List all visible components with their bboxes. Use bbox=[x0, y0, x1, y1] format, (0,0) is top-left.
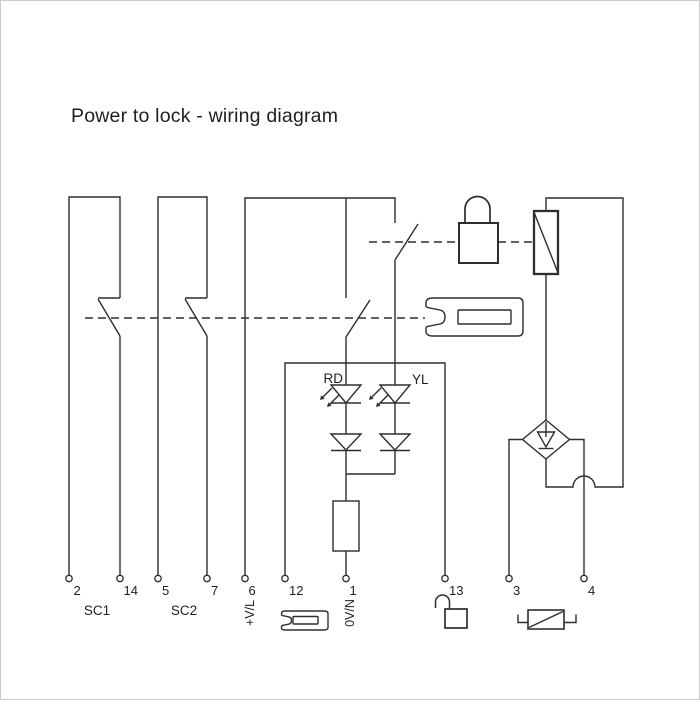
terminal-2: 2 bbox=[65, 574, 81, 598]
terminal-2-label: 2 bbox=[74, 583, 81, 598]
padlock-closed-icon bbox=[458, 195, 499, 264]
signal-rail bbox=[284, 362, 446, 575]
safety-contact-sc1 bbox=[68, 196, 121, 575]
terminal-14: 14 bbox=[116, 574, 138, 598]
terminal-13: 13 bbox=[441, 574, 463, 598]
terminal-5: 5 bbox=[154, 574, 169, 598]
terminal-12: 12 bbox=[281, 574, 303, 598]
terminal-4: 4 bbox=[580, 574, 595, 598]
terminal-row: 2 14 5 7 6 12 1 13 bbox=[65, 574, 595, 598]
yellow-led-branch: YL bbox=[346, 260, 429, 475]
red-led-label: RD bbox=[324, 371, 344, 386]
terminal-3-label: 3 bbox=[513, 583, 520, 598]
sc1-label: SC1 bbox=[84, 603, 110, 618]
neutral-rail-label: 0V/N bbox=[343, 599, 357, 627]
terminal-3: 3 bbox=[505, 574, 520, 598]
terminal-6-label: 6 bbox=[249, 583, 256, 598]
terminal-1: 1 bbox=[342, 574, 357, 598]
actuator-key-small-icon bbox=[280, 610, 329, 631]
terminal-13-label: 13 bbox=[449, 583, 463, 598]
solenoid-loop-wiring bbox=[545, 197, 624, 488]
bridge-rectifier-icon bbox=[508, 419, 585, 575]
sc2-label: SC2 bbox=[171, 603, 197, 618]
sc1-contact-blade bbox=[97, 298, 121, 337]
terminal-6: 6 bbox=[241, 574, 256, 598]
lock-solenoid-small-icon bbox=[517, 609, 577, 630]
terminal-14-label: 14 bbox=[124, 583, 138, 598]
yellow-led-icon bbox=[368, 384, 412, 408]
terminal-12-label: 12 bbox=[289, 583, 303, 598]
terminal-7: 7 bbox=[203, 574, 218, 598]
supply-rail-label: +V/L bbox=[243, 600, 257, 626]
lock-monitor-contact-blade bbox=[394, 223, 419, 261]
solenoid-coil-icon bbox=[532, 209, 560, 276]
red-led-branch: RD bbox=[319, 337, 363, 501]
terminal-5-label: 5 bbox=[162, 583, 169, 598]
safety-contact-sc2 bbox=[157, 196, 208, 575]
red-led-icon bbox=[319, 384, 363, 408]
terminal-1-label: 1 bbox=[350, 583, 357, 598]
terminal-7-label: 7 bbox=[211, 583, 218, 598]
diode-icon bbox=[378, 433, 412, 452]
padlock-open-icon bbox=[434, 594, 468, 629]
resistor-icon bbox=[332, 500, 360, 575]
actuator-key-icon bbox=[425, 297, 524, 337]
diode-icon bbox=[329, 433, 363, 452]
page-title: Power to lock - wiring diagram bbox=[71, 105, 338, 127]
supply-branch bbox=[244, 197, 396, 575]
yellow-led-label: YL bbox=[412, 372, 429, 387]
terminal-4-label: 4 bbox=[588, 583, 595, 598]
